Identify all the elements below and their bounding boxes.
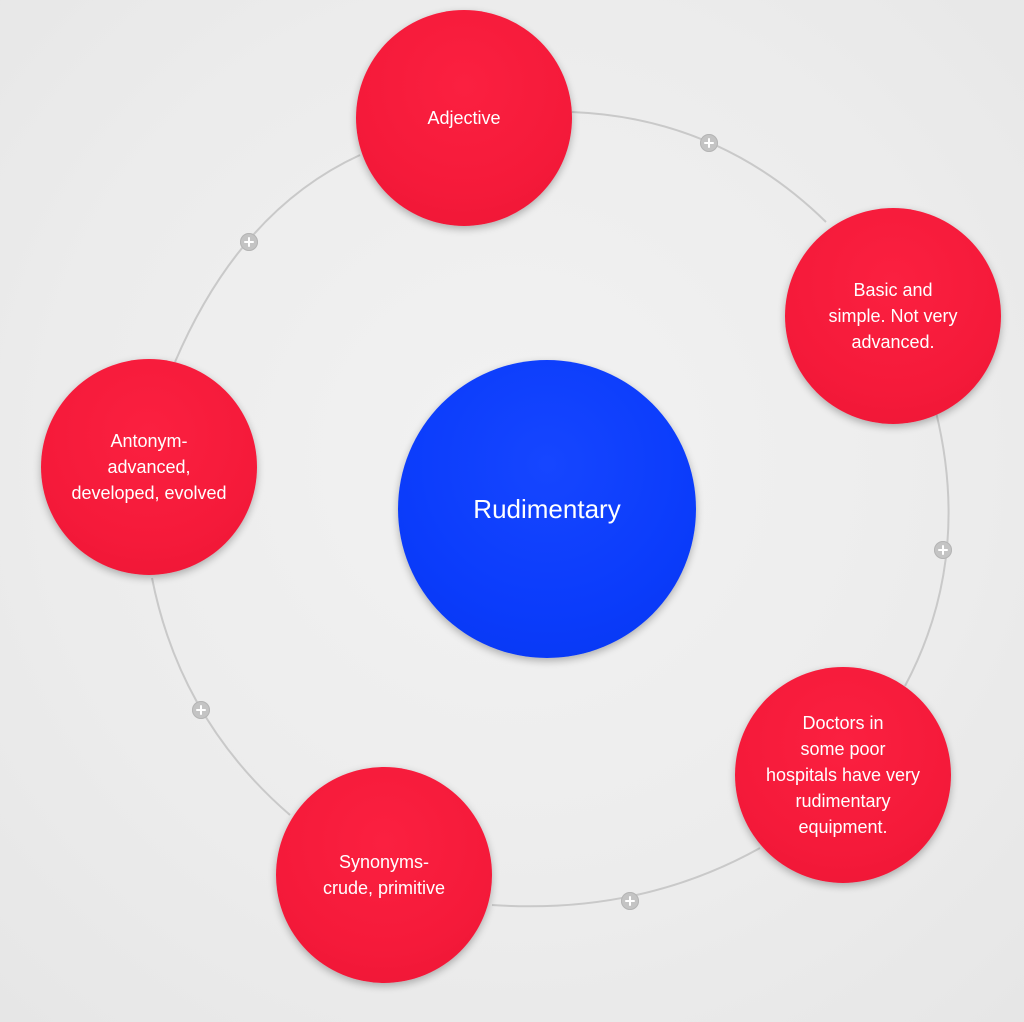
connector-arc-synonyms-antonym [151,577,291,816]
central-topic-label: Rudimentary [473,494,621,524]
plus-icon[interactable] [192,701,210,719]
branch-node-synonyms[interactable]: Synonyms- crude, primitive [276,767,492,983]
plus-icon[interactable] [621,892,639,910]
branch-label: Synonyms- crude, primitive [322,852,446,898]
connector-arc-antonym-adjective [174,154,361,363]
connector-arc-adjective-basic [571,111,827,223]
branch-node-antonyms[interactable]: Antonym- advanced, developed, evolved [41,359,257,575]
branch-label: Antonym- advanced, developed, evolved [71,431,227,503]
branch-node-adjective[interactable]: Adjective [356,10,572,226]
branch-node-definition[interactable]: Basic and simple. Not very advanced. [785,208,1001,424]
plus-icon[interactable] [700,134,718,152]
branch-label: Basic and simple. Not very advanced. [828,280,958,352]
plus-icon[interactable] [934,541,952,559]
branch-label: Adjective [427,108,501,128]
plus-icon[interactable] [240,233,258,251]
central-topic-node[interactable]: Rudimentary [398,360,696,658]
branch-node-example[interactable]: Doctors in some poor hospitals have very… [735,667,951,883]
branch-label: Doctors in some poor hospitals have very… [765,713,921,837]
